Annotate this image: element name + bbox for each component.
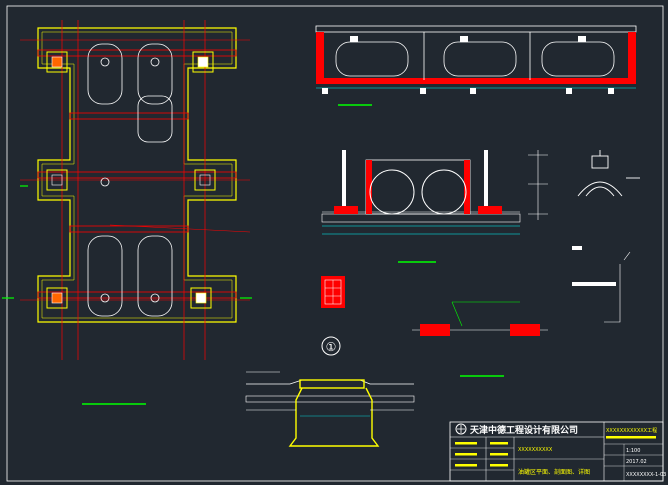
plan-outline (37, 27, 237, 323)
beam-detail (412, 301, 548, 377)
date-value: 2017.02 (626, 459, 647, 465)
plan-view (2, 20, 252, 360)
drawing-subtitle: XXXXXXXXXX (518, 447, 553, 453)
detail-marks (528, 150, 631, 323)
project-name: XXXXXXXXXXXX工程 (606, 427, 657, 434)
section-view (321, 150, 521, 263)
column-detail (321, 276, 345, 308)
company-logo (455, 423, 467, 435)
company-name: 天津中德工程设计有限公司 (470, 424, 578, 436)
callout-marker: ① (326, 340, 337, 354)
scale-value: 1:100 (626, 448, 640, 454)
manhole-section (82, 371, 415, 447)
title-block: 天津中德工程设计有限公司 XXXXXXXXXXXX工程 油罐区平面、剖面图、详图… (449, 421, 666, 482)
drawing-frame (6, 5, 664, 482)
drawing-title: 油罐区平面、剖面图、详图 (518, 468, 590, 476)
drawing-number: XXXXXXXX-1-03 (626, 472, 666, 478)
saddle-detail (577, 150, 640, 197)
elevation-view (315, 25, 637, 106)
